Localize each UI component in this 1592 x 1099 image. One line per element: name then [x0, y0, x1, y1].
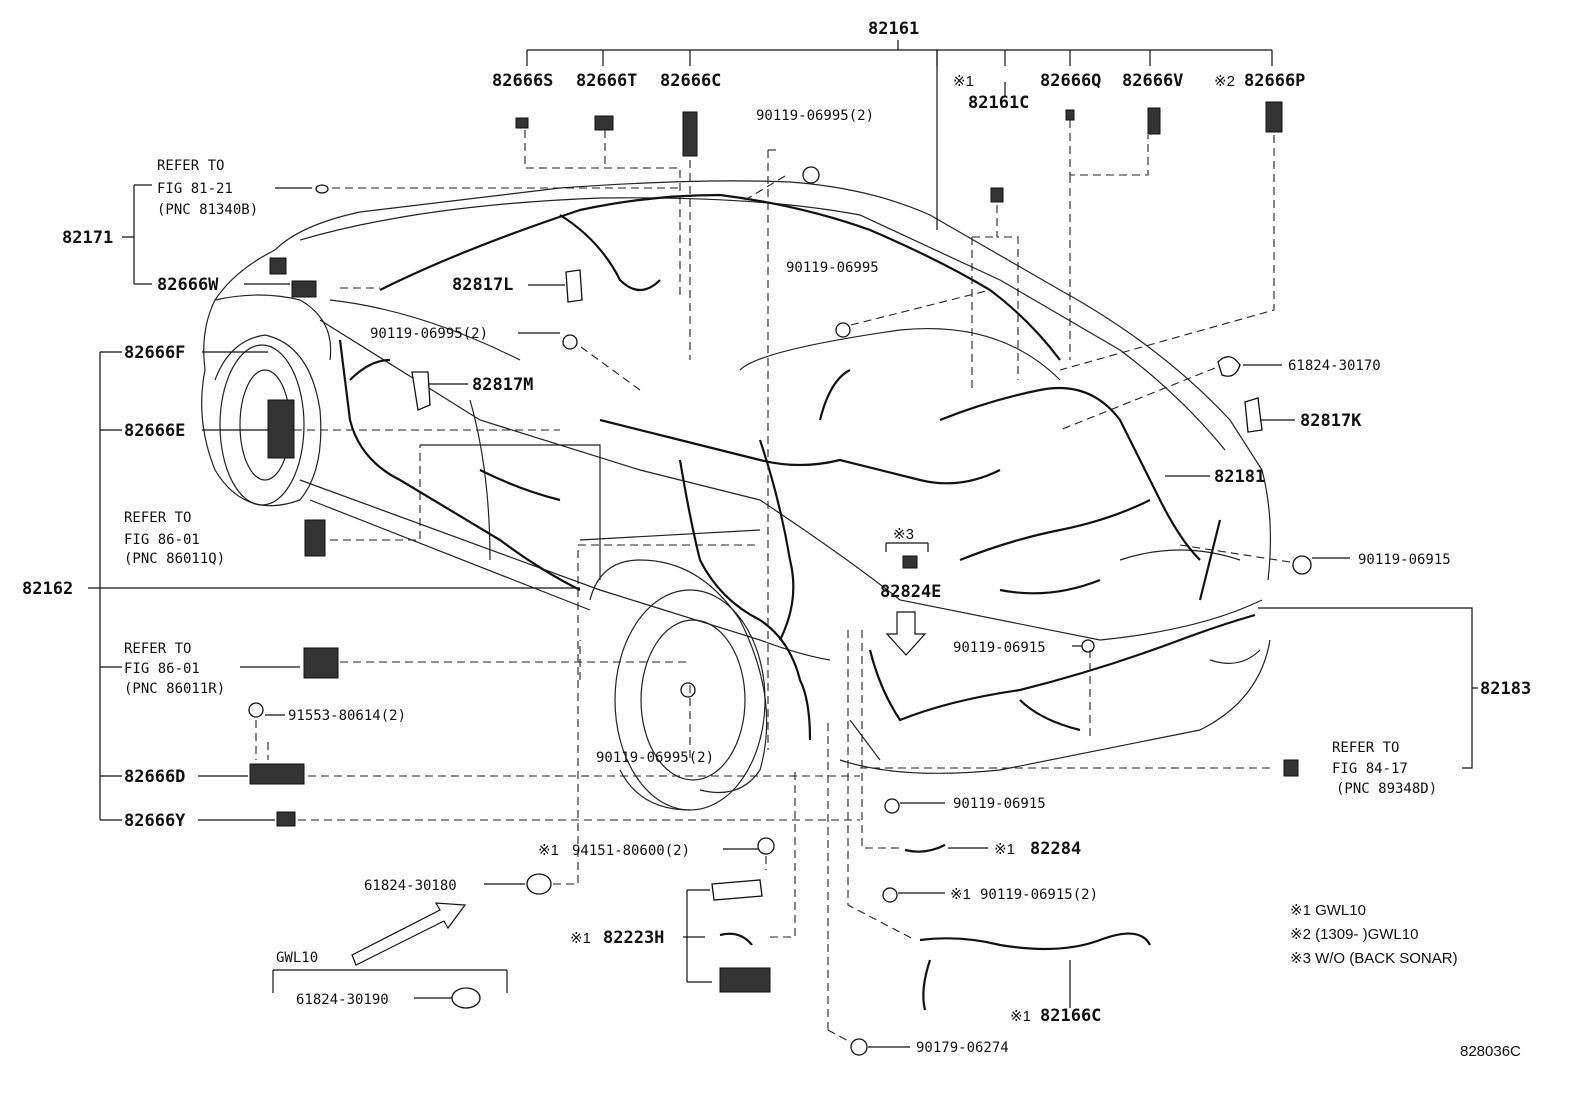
refer3-line2: FIG 86-01 [124, 661, 200, 677]
label-82666C: 82666C [660, 71, 721, 91]
footnotes: ※1 GWL10 ※2 (1309- )GWL10 ※3 W/O (BACK S… [1290, 902, 1521, 1060]
refer4-line3: (PNC 89348D) [1336, 781, 1437, 797]
label-82666V: 82666V [1122, 71, 1183, 91]
note-2: ※2 (1309- )GWL10 [1290, 926, 1418, 943]
label-82817L: 82817L [452, 275, 513, 295]
wire-harnesses [338, 193, 1256, 1011]
label-91553-80614: 91553-80614(2) [288, 708, 406, 724]
label-82666T: 82666T [576, 71, 637, 91]
refer2-line3: (PNC 86011Q) [124, 551, 225, 567]
label-82666Q: 82666Q [1040, 71, 1101, 91]
label-82223H: 82223H [603, 928, 664, 948]
label-82817M: 82817M [472, 375, 533, 395]
note-3: ※3 W/O (BACK SONAR) [1290, 950, 1458, 967]
leader-lines [88, 40, 1478, 1048]
label-90119-06995-mid: 90119-06995 [786, 260, 879, 276]
label-82824E: 82824E [880, 582, 941, 602]
note-1: ※1 GWL10 [1290, 902, 1366, 919]
arrow-icon [885, 611, 927, 656]
label-82817K: 82817K [1300, 411, 1362, 431]
refer1-line2: FIG 81-21 [157, 181, 233, 197]
label-90119-06995-2-bottom: 90119-06995(2) [596, 750, 714, 766]
label-61824-30170: 61824-30170 [1288, 358, 1381, 374]
label-82181: 82181 [1214, 467, 1265, 487]
label-82666D: 82666D [124, 767, 185, 787]
mark-1-94151: ※1 [538, 842, 559, 859]
label-82162: 82162 [22, 579, 73, 599]
label-94151-80600: 94151-80600(2) [572, 843, 690, 859]
label-82161: 82161 [868, 19, 919, 39]
label-82666S: 82666S [492, 71, 553, 91]
label-gwl10: GWL10 [276, 950, 318, 966]
label-90119-06995-2-left: 90119-06995(2) [370, 326, 488, 342]
refer2-line1: REFER TO [124, 510, 191, 526]
label-82183: 82183 [1480, 679, 1531, 699]
refer4-line1: REFER TO [1332, 740, 1399, 756]
label-82666F: 82666F [124, 343, 185, 363]
callout-labels: 82161 82666S 82666T 82666C 82666Q 82666V… [22, 19, 1531, 1056]
label-82666Y: 82666Y [124, 811, 186, 831]
mark-1-82166C: ※1 [1010, 1008, 1031, 1025]
refer2-line2: FIG 86-01 [124, 532, 200, 548]
mark-1-82161C: ※1 [953, 73, 974, 90]
label-90179-06274: 90179-06274 [916, 1040, 1009, 1056]
refer1-line3: (PNC 81340B) [157, 202, 258, 218]
mark-3: ※3 [893, 526, 914, 543]
label-82666W: 82666W [157, 275, 219, 295]
label-90119-06915-low: 90119-06915 [953, 796, 1046, 812]
direction-arrow-icon [351, 902, 467, 966]
car-body-outline [201, 180, 1272, 811]
label-82166C: 82166C [1040, 1006, 1101, 1026]
label-61824-30180: 61824-30180 [364, 878, 457, 894]
label-82666E: 82666E [124, 421, 185, 441]
label-90119-06915-center: 90119-06915 [953, 640, 1046, 656]
label-82284: 82284 [1030, 839, 1081, 859]
label-90119-06915-2: 90119-06915(2) [980, 887, 1098, 903]
refer4-line2: FIG 84-17 [1332, 761, 1408, 777]
mark-1-82284: ※1 [994, 841, 1015, 858]
label-82666P: 82666P [1244, 71, 1305, 91]
refer3-line1: REFER TO [124, 641, 191, 657]
figure-id: 828036C [1460, 1043, 1521, 1060]
mark-2-82666P: ※2 [1214, 73, 1235, 90]
label-61824-30190: 61824-30190 [296, 992, 389, 1008]
label-82161C: 82161C [968, 93, 1029, 113]
label-90119-06915-right: 90119-06915 [1358, 552, 1451, 568]
refer1-line1: REFER TO [157, 158, 224, 174]
part-icons [248, 101, 1312, 1056]
mark-1-82223H: ※1 [570, 930, 591, 947]
mark-1-90119-06915-2: ※1 [950, 886, 971, 903]
refer3-line3: (PNC 86011R) [124, 681, 225, 697]
label-90119-06995-2-top: 90119-06995(2) [756, 108, 874, 124]
label-82171: 82171 [62, 228, 113, 248]
